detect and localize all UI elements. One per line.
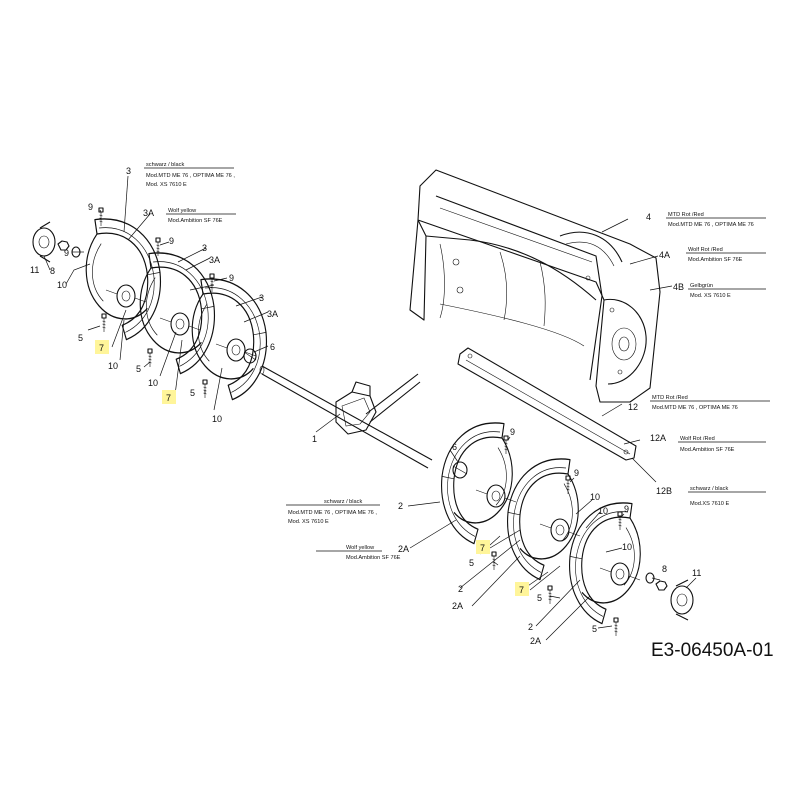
callout-12a: 12A — [650, 433, 666, 443]
variant-notes: schwarz / black Mod.MTD ME 76 , OPTIMA M… — [144, 162, 770, 561]
note-housing-4a-line1: Mod.Ambition SF 76E — [688, 257, 743, 263]
callout-2: 2 — [528, 622, 533, 632]
callout-12: 12 — [628, 402, 638, 412]
auger-flight-left-1 — [85, 218, 162, 341]
auger-shaft — [259, 365, 433, 469]
callout-10: 10 — [622, 542, 632, 552]
bearing-flange-right — [670, 579, 694, 621]
note-scraper-12a-line1: Mod.Ambition SF 76E — [680, 447, 735, 453]
callout-2a: 2A — [398, 544, 409, 554]
washer-right — [645, 572, 655, 584]
note-right-black-line1: Mod.MTD ME 76 , OPTIMA ME 76 , — [288, 510, 377, 516]
callout-5: 5 — [469, 558, 474, 568]
scraper-bar — [457, 347, 637, 461]
callout-1: 1 — [312, 434, 317, 444]
callout-9: 9 — [510, 427, 515, 437]
callout-7: 7 — [480, 543, 485, 553]
note-scraper-12b-line1: Mod.XS 7610 E — [690, 501, 729, 507]
callout-11: 11 — [692, 568, 701, 578]
note-right-wolf-title: Wolf yellow — [346, 545, 375, 551]
callout-9: 9 — [229, 273, 234, 283]
gearbox-housing — [335, 381, 377, 435]
note-left-black-line2: Mod. XS 7610 E — [146, 182, 187, 188]
callout-7: 7 — [519, 585, 524, 595]
note-housing-4a-title: Wolf Rot /Red — [688, 247, 723, 253]
callout-8: 8 — [50, 266, 55, 276]
callout-4a: 4A — [659, 250, 670, 260]
callout-10: 10 — [590, 492, 600, 502]
note-scraper-12a-title: Wolf Rot /Red — [680, 436, 715, 442]
note-left-wolf-line1: Mod.Ambition SF 76E — [168, 218, 223, 224]
callout-5: 5 — [592, 624, 597, 634]
callout-3: 3 — [259, 293, 264, 303]
callout-2a: 2A — [452, 601, 463, 611]
callout-4b: 4B — [673, 282, 684, 292]
callout-2a: 2A — [530, 636, 541, 646]
spacer-collar-right — [452, 461, 468, 479]
callout-2: 2 — [398, 501, 403, 511]
note-left-black-title: schwarz / black — [146, 162, 184, 168]
leader-lines — [43, 175, 697, 641]
callout-9: 9 — [88, 202, 93, 212]
callout-3a: 3A — [267, 309, 278, 319]
callout-2: 2 — [458, 584, 463, 594]
note-housing-4b-line1: Mod. XS 7610 E — [690, 293, 731, 299]
note-scraper-12b-title: schwarz / black — [690, 486, 728, 492]
callout-6: 6 — [270, 342, 275, 352]
nut-right — [655, 580, 668, 591]
note-right-black-line2: Mod. XS 7610 E — [288, 519, 329, 525]
callout-5: 5 — [190, 388, 195, 398]
note-right-black-title: schwarz / black — [324, 499, 362, 505]
left-auger-group — [32, 207, 268, 401]
right-auger-group — [440, 422, 694, 637]
callout-9: 9 — [64, 248, 69, 258]
callout-5: 5 — [136, 364, 141, 374]
note-left-black-line1: Mod.MTD ME 76 , OPTIMA ME 76 , — [146, 173, 235, 179]
note-housing-4-title: MTD Rot /Red — [668, 212, 704, 218]
callout-3: 3 — [202, 243, 207, 253]
callout-6: 6 — [452, 442, 457, 452]
callout-labels: 3 9 3A 9 3 3A 9 3 3A 11 9 8 10 5 7 10 5 … — [30, 166, 701, 646]
callout-9: 9 — [624, 504, 629, 514]
auger-housing — [409, 169, 661, 403]
callout-3a: 3A — [143, 208, 154, 218]
callout-5: 5 — [78, 333, 83, 343]
highlight-marks — [95, 340, 529, 596]
spacer-collar-left — [243, 348, 257, 364]
callout-9: 9 — [574, 468, 579, 478]
callout-3a: 3A — [209, 255, 220, 265]
note-scraper-12-line1: Mod.MTD ME 76 , OPTIMA ME 76 — [652, 405, 738, 411]
callout-7: 7 — [166, 393, 171, 403]
callout-5: 5 — [537, 593, 542, 603]
callout-12b: 12B — [656, 486, 672, 496]
callout-10: 10 — [148, 378, 158, 388]
note-housing-4-line1: Mod.MTD ME 76 , OPTIMA ME 76 — [668, 222, 754, 228]
callout-11: 11 — [30, 265, 39, 275]
callout-10: 10 — [598, 506, 608, 516]
callout-8: 8 — [662, 564, 667, 574]
callout-10: 10 — [57, 280, 67, 290]
note-left-wolf-title: Wolf yellow — [168, 208, 197, 214]
nut-left — [57, 240, 70, 251]
callout-10: 10 — [212, 414, 222, 424]
callout-3: 3 — [126, 166, 131, 176]
auger-flight-left-2 — [139, 252, 216, 375]
callout-4: 4 — [646, 212, 651, 222]
note-right-wolf-line1: Mod.Ambition SF 76E — [346, 555, 401, 561]
callout-9: 9 — [169, 236, 174, 246]
callout-7: 7 — [99, 343, 104, 353]
callout-10: 10 — [108, 361, 118, 371]
note-scraper-12-title: MTD Rot /Red — [652, 395, 688, 401]
note-housing-4b-title: Gelbgrün — [690, 283, 713, 289]
drawing-reference: E3-06450A-01 — [651, 640, 774, 661]
